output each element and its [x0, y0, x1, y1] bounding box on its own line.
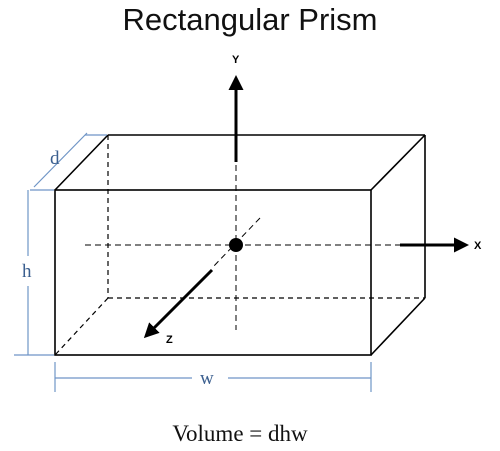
hidden-edges — [54, 135, 425, 356]
depth-label: d — [50, 148, 60, 169]
width-label: w — [200, 368, 214, 389]
volume-formula: Volume = dhw — [172, 421, 308, 446]
height-label: h — [22, 261, 32, 282]
center-point — [229, 238, 243, 252]
z-axis-label: Z — [166, 334, 173, 346]
prism-edges — [54, 134, 426, 356]
dimension-lines — [14, 132, 372, 392]
x-axis-label: X — [474, 240, 482, 252]
z-axis-arrow — [143, 268, 214, 339]
y-axis-label: Y — [232, 54, 240, 66]
diagram-title: Rectangular Prism — [122, 2, 378, 37]
